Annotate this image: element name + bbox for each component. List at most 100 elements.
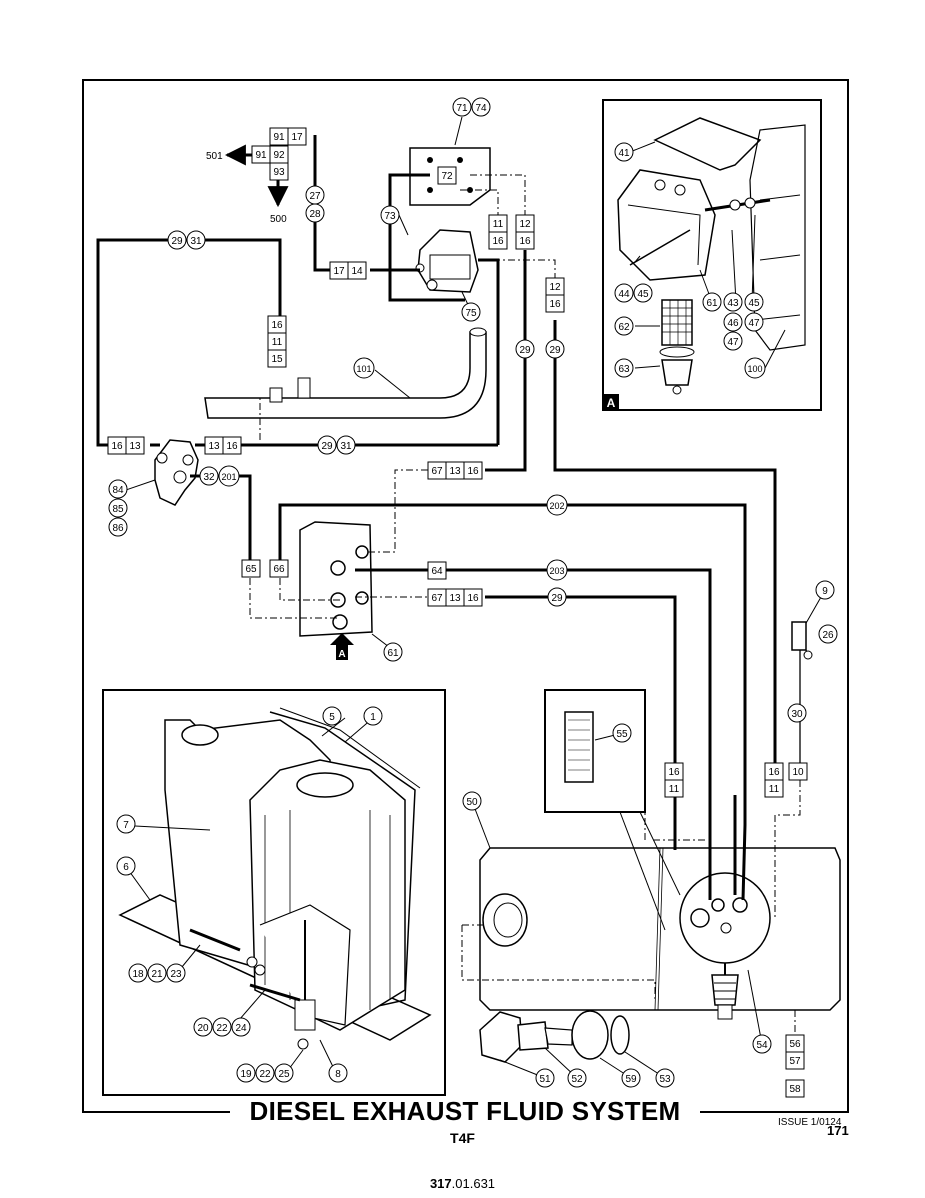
box-91b: 91: [251, 145, 271, 164]
svg-text:28: 28: [309, 209, 321, 220]
svg-text:6: 6: [123, 862, 129, 873]
callout-22a: 22: [212, 1017, 232, 1037]
svg-text:63: 63: [618, 364, 630, 375]
callout-61-main: 61: [383, 642, 403, 662]
svg-text:75: 75: [465, 308, 477, 319]
svg-text:56: 56: [789, 1039, 801, 1050]
callout-71: 71: [452, 97, 472, 117]
page-title: DIESEL EXHAUST FLUID SYSTEM: [230, 1096, 700, 1127]
box-66: 66: [269, 559, 289, 578]
svg-text:22: 22: [259, 1069, 271, 1080]
svg-text:65: 65: [245, 564, 257, 575]
callout-26: 26: [818, 624, 838, 644]
svg-text:202: 202: [549, 501, 564, 511]
box-17a: 17: [287, 127, 307, 146]
callout-23: 23: [166, 963, 186, 983]
callout-41: 41: [614, 142, 634, 162]
box-72: 72: [437, 166, 457, 185]
exhaust-pipe: [204, 327, 487, 419]
svg-text:29: 29: [171, 236, 183, 247]
callout-25: 25: [274, 1063, 294, 1083]
svg-text:13: 13: [208, 441, 220, 452]
box-10: 10: [788, 762, 808, 781]
svg-text:45: 45: [748, 298, 760, 309]
svg-text:11: 11: [769, 784, 780, 795]
box-56: 56: [785, 1034, 805, 1053]
box-13a: 13: [125, 436, 145, 455]
svg-text:66: 66: [273, 564, 285, 575]
callout-29-mid: 29: [317, 435, 337, 455]
callout-6: 6: [116, 856, 136, 876]
svg-text:74: 74: [475, 103, 487, 114]
svg-text:22: 22: [216, 1023, 228, 1034]
page-number: 171: [827, 1123, 849, 1138]
callout-100: 100: [744, 357, 766, 379]
part-number: 317.01.631: [0, 1176, 925, 1191]
callout-52: 52: [567, 1068, 587, 1088]
svg-text:43: 43: [727, 298, 739, 309]
callout-28: 28: [305, 203, 325, 223]
svg-text:16: 16: [226, 441, 238, 452]
svg-text:17: 17: [291, 132, 303, 143]
callout-47a: 47: [744, 312, 764, 332]
svg-text:13: 13: [449, 593, 461, 604]
box-92: 92: [269, 145, 289, 164]
callout-84: 84: [108, 479, 128, 499]
svg-text:31: 31: [340, 441, 352, 452]
box-93: 93: [269, 162, 289, 181]
callout-61-inset: 61: [702, 292, 722, 312]
callout-62: 62: [614, 316, 634, 336]
svg-text:29: 29: [549, 345, 561, 356]
callout-202: 202: [546, 494, 568, 516]
callout-5: 5: [322, 706, 342, 726]
callout-18: 18: [128, 963, 148, 983]
svg-text:30: 30: [791, 709, 803, 720]
callout-75: 75: [461, 302, 481, 322]
svg-text:11: 11: [493, 219, 504, 230]
box-15: 15: [267, 349, 287, 368]
callout-201: 201: [218, 465, 240, 487]
box-14: 14: [347, 261, 367, 280]
svg-text:58: 58: [789, 1084, 801, 1095]
svg-text:16: 16: [467, 593, 479, 604]
nox-sensor: [791, 621, 807, 651]
svg-text:51: 51: [539, 1074, 551, 1085]
svg-text:71: 71: [456, 103, 468, 114]
svg-text:201: 201: [221, 472, 236, 482]
box-16b: 16: [515, 231, 535, 250]
svg-text:61: 61: [387, 648, 399, 659]
box-16h: 16: [463, 588, 483, 607]
callout-203: 203: [546, 559, 568, 581]
callout-8: 8: [328, 1063, 348, 1083]
svg-text:16: 16: [467, 466, 479, 477]
callout-86: 86: [108, 517, 128, 537]
callout-31-mid: 31: [336, 435, 356, 455]
arrow-501-label: 501: [206, 151, 223, 162]
svg-text:5: 5: [329, 712, 335, 723]
svg-text:101: 101: [356, 364, 371, 374]
callout-24: 24: [231, 1017, 251, 1037]
svg-text:59: 59: [625, 1074, 637, 1085]
svg-text:31: 31: [190, 236, 202, 247]
svg-text:26: 26: [822, 630, 834, 641]
svg-text:61: 61: [706, 298, 718, 309]
box-65: 65: [241, 559, 261, 578]
callout-9: 9: [815, 580, 835, 600]
svg-text:27: 27: [309, 191, 321, 202]
callout-53: 53: [655, 1068, 675, 1088]
svg-text:23: 23: [170, 969, 182, 980]
svg-text:11: 11: [669, 784, 680, 795]
box-16j: 16: [764, 762, 784, 781]
callout-29-low: 29: [547, 587, 567, 607]
svg-text:67: 67: [431, 593, 443, 604]
svg-text:1: 1: [370, 712, 376, 723]
svg-text:16: 16: [271, 320, 283, 331]
svg-text:91: 91: [273, 132, 285, 143]
callout-43: 43: [723, 292, 743, 312]
callout-27: 27: [305, 185, 325, 205]
part-number-bold: 317: [429, 1176, 452, 1191]
box-11a: 11: [488, 214, 508, 233]
box-17b: 17: [329, 261, 349, 280]
callout-47b: 47: [723, 331, 743, 351]
